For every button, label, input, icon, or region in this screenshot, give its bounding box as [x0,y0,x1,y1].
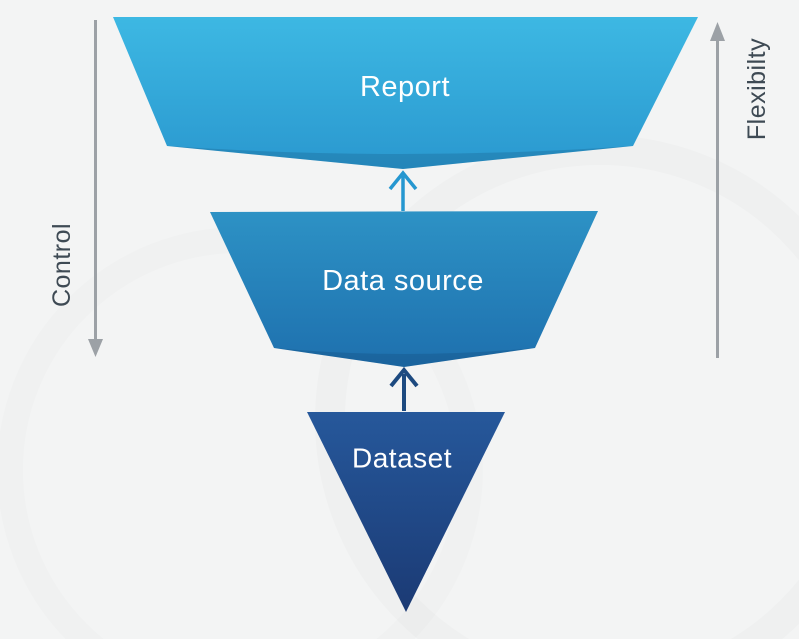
report-shape [113,17,698,169]
arrow-dataset-to-datasource [389,366,419,411]
datasource-fold-shade [274,348,535,367]
flexibility-axis-arrowhead-up [710,22,725,41]
funnel-level-datasource: Data source [210,211,598,367]
arrow-dataset-to-datasource-head [389,366,419,388]
arrow-datasource-to-report-head [388,170,418,191]
flexibility-axis: Flexibilty [710,22,771,358]
datasource-label: Data source [322,265,484,297]
report-label: Report [360,71,450,103]
dataset-shape [307,412,505,612]
control-axis-arrowhead-down [88,339,103,357]
funnel-level-report: Report [113,17,698,169]
funnel-level-dataset: Dataset [307,412,505,612]
arrow-datasource-to-report [388,170,418,211]
control-axis-label: Control [48,223,76,307]
datasource-shape [210,211,598,367]
report-fold-shade [167,146,633,169]
flexibility-axis-label: Flexibilty [743,38,771,140]
control-axis: Control [48,20,103,357]
dataset-label: Dataset [352,443,452,474]
